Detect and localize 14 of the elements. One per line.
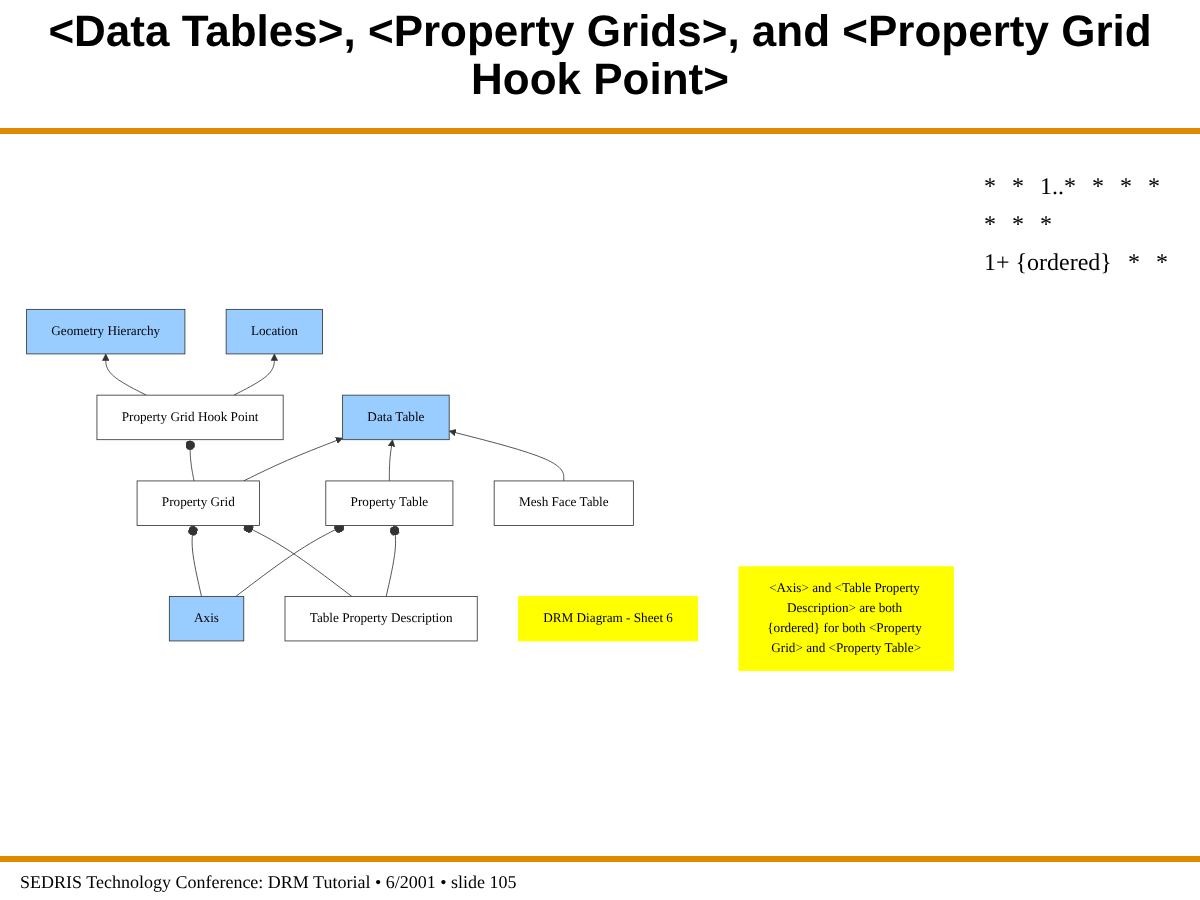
multiplicity-label: * <box>984 172 996 202</box>
multiplicity-label: * <box>1155 248 1168 278</box>
footer-text: SEDRIS Technology Conference: DRM Tutorial • 6/2001 • slide 105 <box>20 872 517 892</box>
multiplicity-label: * <box>1148 172 1160 202</box>
multiplicity-label: 1+ {ordered} <box>984 248 1112 278</box>
multiplicity-label: * <box>1120 172 1132 202</box>
multiplicity-label: * <box>1012 210 1024 240</box>
multiplicity-label: * <box>1092 172 1104 202</box>
multiplicity-label: * <box>1040 210 1052 240</box>
multiplicity-label: 1..* <box>1040 172 1076 202</box>
multiplicity-label: * <box>984 210 996 240</box>
multiplicity-label: * <box>1012 172 1024 202</box>
multiplicity-label: * <box>1127 248 1140 278</box>
slide-title: <Data Tables>, <Property Grids>, and <Property Grid Hook Point> <box>46 8 1154 105</box>
